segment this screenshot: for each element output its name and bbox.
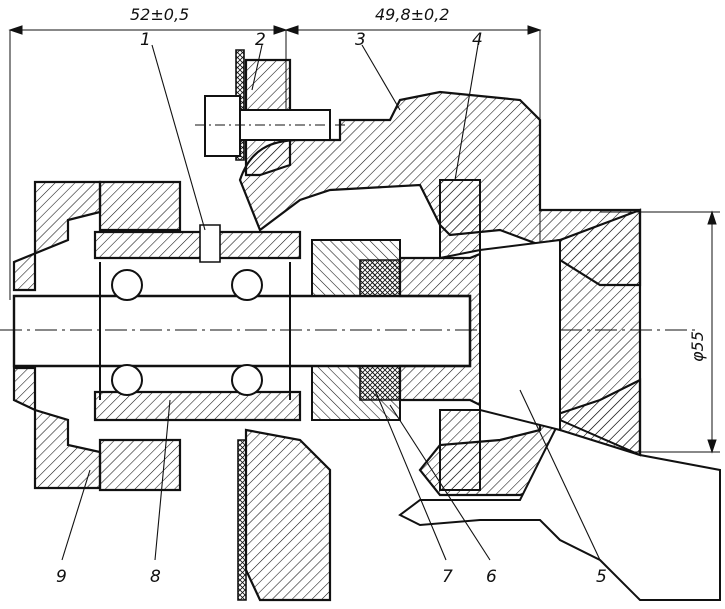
callout-1: 1 bbox=[140, 30, 151, 50]
callouts: 1 2 3 4 5 6 7 8 9 bbox=[56, 30, 607, 587]
leader-lines bbox=[61, 44, 601, 561]
impeller bbox=[398, 179, 642, 491]
callout-5: 5 bbox=[596, 567, 607, 587]
callout-7: 7 bbox=[442, 567, 453, 587]
bearing-housing bbox=[93, 224, 302, 422]
callout-8: 8 bbox=[150, 567, 161, 587]
pulley-hub bbox=[12, 180, 182, 492]
callout-6: 6 bbox=[486, 567, 497, 587]
callout-4: 4 bbox=[472, 30, 483, 50]
callout-9: 9 bbox=[56, 567, 67, 587]
callout-2: 2 bbox=[255, 30, 266, 50]
dim-diameter-label: φ55 bbox=[688, 331, 707, 362]
dim-right-label: 49,8±0,2 bbox=[375, 5, 449, 24]
bearing-balls bbox=[99, 262, 291, 400]
callout-3: 3 bbox=[355, 30, 366, 50]
bolt bbox=[195, 95, 345, 157]
dim-left-label: 52±0,5 bbox=[130, 5, 189, 24]
